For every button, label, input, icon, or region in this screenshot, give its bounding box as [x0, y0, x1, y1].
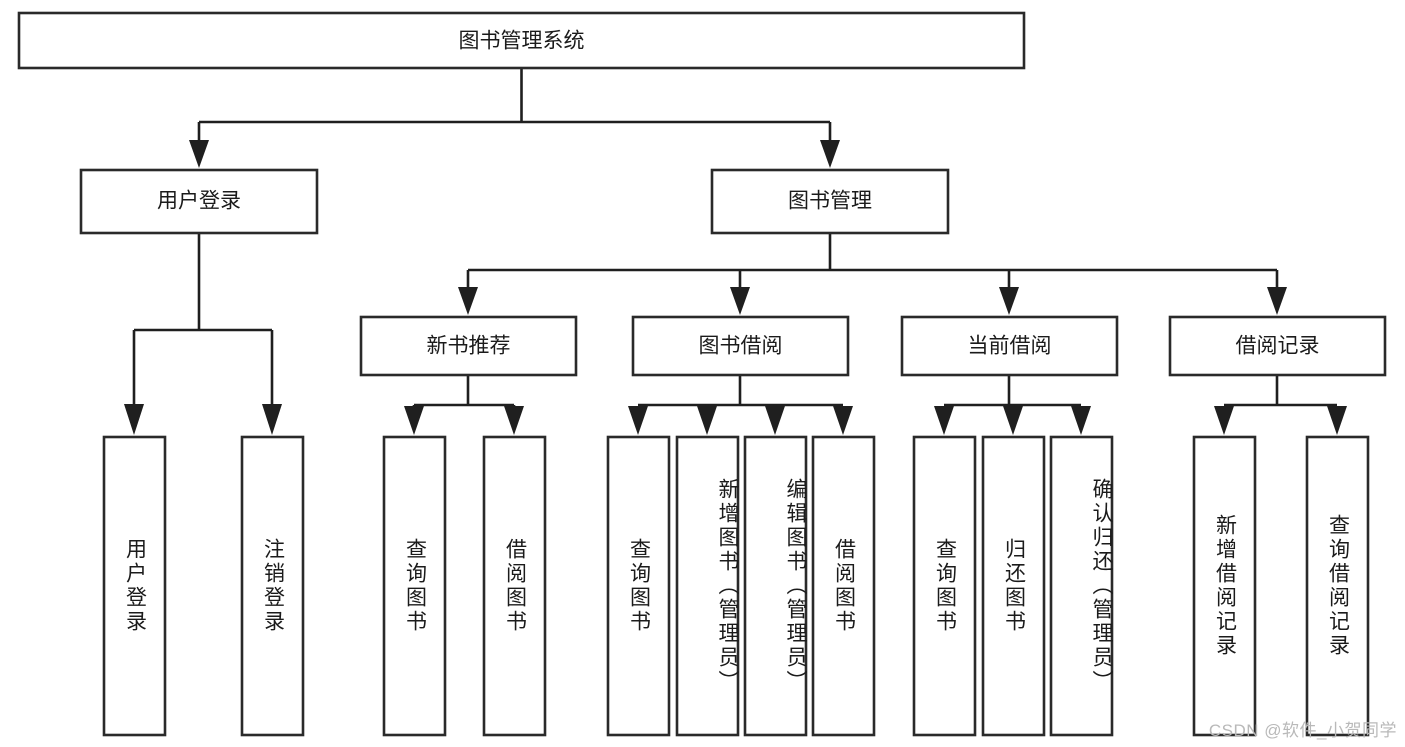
node-label-book-mgmt: 图书管理 [788, 190, 872, 213]
csdn-watermark: CSDN @软件_小贺同学 [1208, 721, 1397, 740]
node-box-user-login[interactable] [79, 168, 319, 235]
node-box-leaf-7[interactable] [743, 435, 808, 737]
node-box-leaf-9[interactable] [912, 435, 977, 737]
arrow-head-new-book-rec [458, 287, 478, 315]
node-box-leaf-1[interactable] [102, 435, 167, 737]
node-box-book-borrow[interactable] [631, 315, 850, 377]
arrow-head-borrow-record [1267, 287, 1287, 315]
node-label-borrow-record: 借阅记录 [1236, 335, 1320, 358]
node-label-root: 图书管理系统 [459, 30, 585, 53]
arrow-head-leaf-6 [697, 406, 717, 435]
node-box-new-book-rec[interactable] [359, 315, 578, 377]
arrow-head-leaf-8 [833, 406, 853, 435]
node-box-leaf-5[interactable] [606, 435, 671, 737]
node-box-leaf-4[interactable] [482, 435, 547, 737]
arrow-head-leaf-1 [124, 404, 144, 435]
node-label-user-login: 用户登录 [157, 190, 241, 213]
node-box-borrow-record[interactable] [1168, 315, 1387, 377]
arrow-head-user-login [189, 140, 209, 168]
arrow-head-book-borrow [730, 287, 750, 315]
node-box-leaf-2[interactable] [240, 435, 305, 737]
node-box-root[interactable] [17, 11, 1026, 70]
arrow-head-leaf-9 [934, 406, 954, 435]
node-box-leaf-3[interactable] [382, 435, 447, 737]
arrow-head-current-borrow [999, 287, 1019, 315]
connector-layer [124, 68, 1347, 435]
node-box-leaf-13[interactable] [1305, 435, 1370, 737]
arrow-head-leaf-5 [628, 406, 648, 435]
arrow-head-leaf-13 [1327, 406, 1347, 435]
arrow-head-leaf-3 [404, 406, 424, 435]
node-box-leaf-8[interactable] [811, 435, 876, 737]
arrow-head-book-mgmt [820, 140, 840, 168]
node-label-current-borrow: 当前借阅 [968, 335, 1052, 358]
node-box-leaf-10[interactable] [981, 435, 1046, 737]
arrow-head-leaf-10 [1003, 406, 1023, 435]
node-box-leaf-6[interactable] [675, 435, 740, 737]
node-box-leaf-12[interactable] [1192, 435, 1257, 737]
node-label-new-book-rec: 新书推荐 [427, 335, 511, 358]
node-label-book-borrow: 图书借阅 [699, 335, 783, 358]
node-box-book-mgmt[interactable] [710, 168, 950, 235]
node-box-current-borrow[interactable] [900, 315, 1119, 377]
node-box-leaf-11[interactable] [1049, 435, 1114, 737]
arrow-head-leaf-4 [504, 406, 524, 435]
arrow-head-leaf-12 [1214, 406, 1234, 435]
arrow-head-leaf-11 [1071, 406, 1091, 435]
arrow-head-leaf-7 [765, 406, 785, 435]
arrow-head-leaf-2 [262, 404, 282, 435]
node-layer: 图书管理系统 用户登录 图书管理 新书推荐 图书借阅 当前借阅 借阅记录 [17, 11, 1387, 737]
